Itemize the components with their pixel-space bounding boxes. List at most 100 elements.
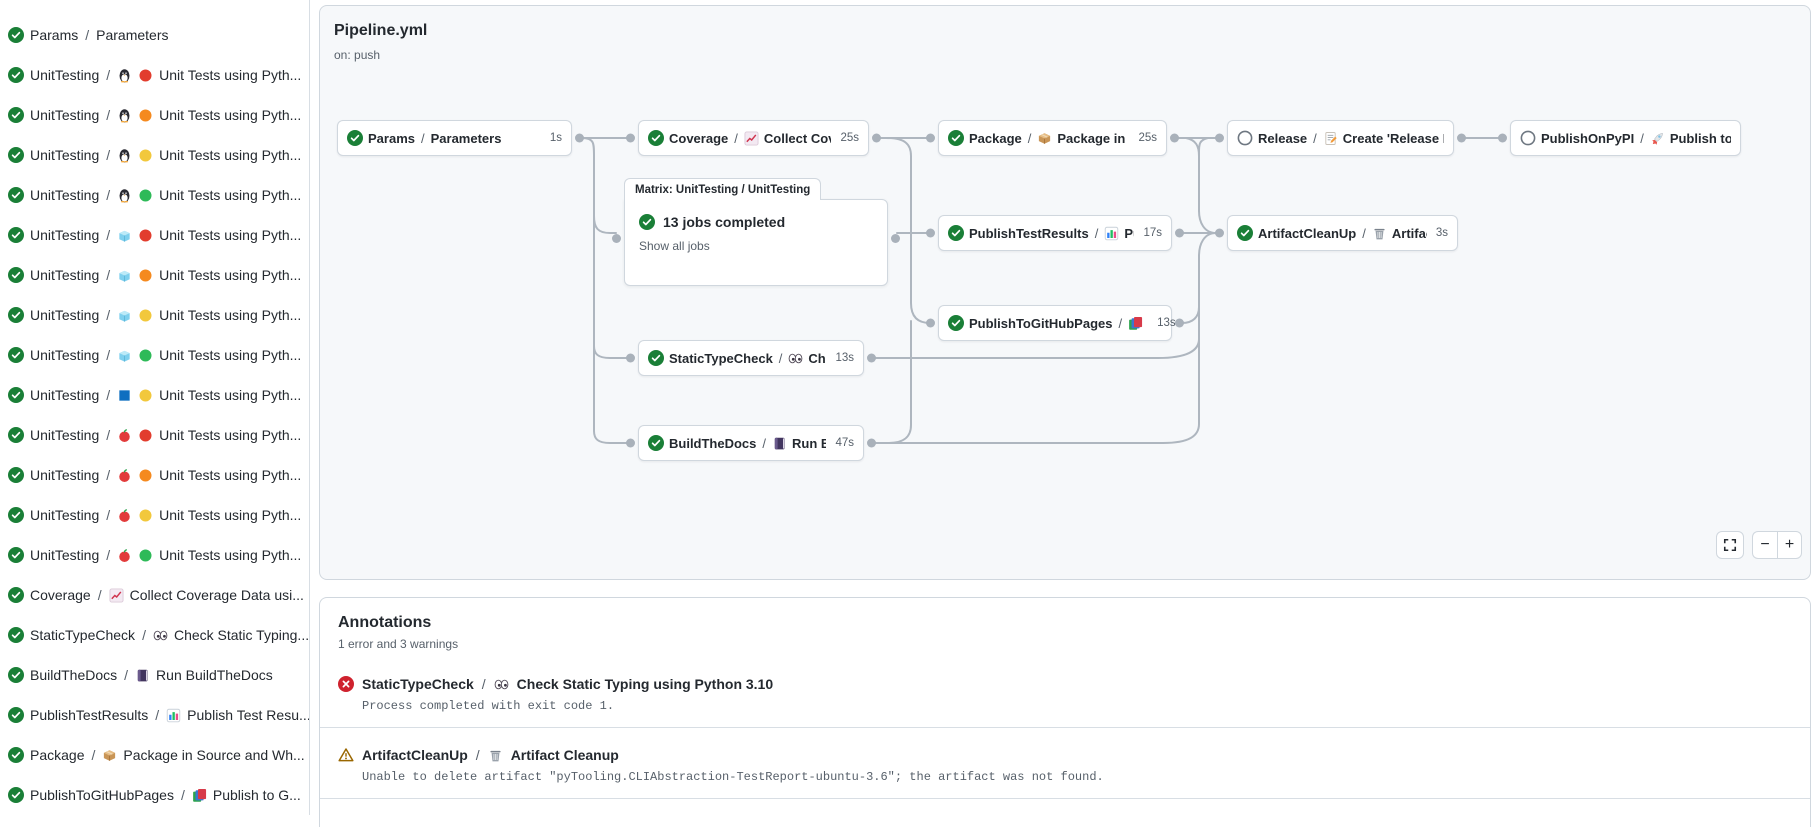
- sidebar-job-item[interactable]: UnitTesting/Unit Tests using Pyth...: [0, 135, 309, 175]
- node-step-name: Publish to ...: [1669, 130, 1731, 146]
- zoom-out-button[interactable]: −: [1752, 531, 1777, 559]
- check-circle-icon: [8, 427, 24, 443]
- annotation-message: Process completed with exit code 1.: [362, 699, 615, 713]
- pipeline-node-package[interactable]: Package/Package in So...25s: [926, 120, 1179, 156]
- node-duration: 13s: [1157, 317, 1176, 329]
- step-name: Unit Tests using Pyth...: [159, 147, 302, 163]
- pipeline-node-statictypecheck[interactable]: StaticTypeCheck/Chec...13s: [626, 340, 876, 376]
- separator: /: [106, 307, 111, 323]
- eyes-icon: [494, 677, 509, 692]
- step-name: Unit Tests using Pyth...: [159, 347, 302, 363]
- zoom-in-button[interactable]: +: [1777, 531, 1802, 559]
- separator: /: [180, 787, 185, 803]
- matrix-group-unittesting[interactable]: Matrix: UnitTesting / UnitTesting 13 job…: [612, 178, 900, 286]
- sidebar-job-item[interactable]: PublishToGitHubPages/Publish to G...: [0, 775, 309, 815]
- pipeline-edges: [579, 137, 1503, 444]
- sidebar-job-item[interactable]: UnitTesting/Unit Tests using Pyth...: [0, 335, 309, 375]
- workflow-trigger: on: push: [334, 48, 381, 62]
- separator: /: [124, 667, 129, 683]
- node-duration: 17s: [1143, 227, 1162, 239]
- eyes-icon: [788, 351, 803, 366]
- separator: /: [91, 747, 96, 763]
- bar-chart-icon: [1104, 226, 1119, 241]
- job-name: UnitTesting: [30, 387, 100, 403]
- pipeline-node-release[interactable]: Release/Create 'Release P...: [1215, 120, 1466, 156]
- sidebar-job-item[interactable]: StaticTypeCheck/Check Static Typing...: [0, 615, 309, 655]
- check-circle-icon: [648, 350, 664, 366]
- job-name: Package: [30, 747, 85, 763]
- apple-icon: [117, 428, 132, 443]
- pipeline-node-publishtestresults[interactable]: PublishTestResults/Pu...17s: [926, 215, 1184, 251]
- connector-dot: [867, 353, 876, 363]
- matrix-summary: 13 jobs completed: [663, 214, 786, 230]
- node-step-name: Parameters: [430, 130, 502, 146]
- separator: /: [155, 707, 160, 723]
- separator: /: [1362, 225, 1366, 241]
- chart-increasing-icon: [109, 587, 124, 603]
- py-yellow-icon: [138, 148, 153, 163]
- show-all-jobs-link[interactable]: Show all jobs: [639, 239, 710, 253]
- step-name: Run BuildTheDocs: [156, 667, 273, 683]
- py-red-icon: [138, 228, 153, 243]
- check-circle-icon: [8, 507, 24, 523]
- sidebar-job-item[interactable]: UnitTesting/Unit Tests using Pyth...: [0, 95, 309, 135]
- connector-dot: [867, 438, 876, 448]
- penguin-icon: [117, 68, 132, 83]
- check-circle-icon: [8, 67, 24, 83]
- annotation-title-row[interactable]: StaticTypeCheck/Check Static Typing usin…: [338, 676, 1810, 692]
- pipeline-node-buildthedocs[interactable]: BuildTheDocs/Run Buil...47s: [626, 425, 876, 461]
- fullscreen-button[interactable]: [1716, 531, 1744, 559]
- check-circle-icon: [8, 267, 24, 283]
- pipeline-node-publishonpypi[interactable]: PublishOnPyPI/Publish to ...: [1498, 120, 1741, 156]
- sidebar-job-item[interactable]: PublishTestResults/Publish Test Resu...: [0, 695, 309, 735]
- error-x-icon: [338, 676, 354, 692]
- check-circle-icon: [8, 627, 24, 643]
- book-icon: [135, 668, 150, 683]
- py-green-icon: [138, 348, 153, 363]
- annotations-title: Annotations: [338, 614, 432, 631]
- py-green-icon: [138, 548, 153, 563]
- sidebar-job-item[interactable]: UnitTesting/Unit Tests using Pyth...: [0, 255, 309, 295]
- separator: /: [734, 130, 738, 146]
- pipeline-node-publishtogithubpages[interactable]: PublishToGitHubPages/...13s: [926, 305, 1184, 341]
- sidebar-job-item[interactable]: UnitTesting/Unit Tests using Pyth...: [0, 55, 309, 95]
- annotation-error: StaticTypeCheck/Check Static Typing usin…: [320, 661, 1810, 728]
- node-job-name: PublishToGitHubPages: [969, 315, 1113, 331]
- matrix-right-connector-dot: [891, 234, 900, 243]
- check-circle-icon: [8, 747, 24, 763]
- pipeline-node-artifactcleanup[interactable]: ArtifactCleanUp/Artifac...3s: [1215, 215, 1458, 251]
- step-name: Parameters: [96, 27, 169, 43]
- step-name: Unit Tests using Pyth...: [159, 507, 302, 523]
- sidebar-job-item[interactable]: UnitTesting/Unit Tests using Pyth...: [0, 175, 309, 215]
- pipeline-node-coverage[interactable]: Coverage/Collect Cove...25s: [626, 120, 881, 156]
- py-orange-icon: [138, 268, 153, 283]
- annotation-title-row[interactable]: ArtifactCleanUp/Artifact Cleanup: [338, 747, 1810, 763]
- sidebar-job-item[interactable]: UnitTesting/Unit Tests using Pyth...: [0, 295, 309, 335]
- step-name: Unit Tests using Pyth...: [159, 387, 302, 403]
- sidebar-job-item[interactable]: Package/Package in Source and Wh...: [0, 735, 309, 775]
- chart-increasing-icon: [744, 130, 759, 146]
- step-name: Unit Tests using Pyth...: [159, 467, 302, 483]
- sidebar-job-item[interactable]: UnitTesting/Unit Tests using Pyth...: [0, 535, 309, 575]
- sidebar-job-item[interactable]: UnitTesting/Unit Tests using Pyth...: [0, 455, 309, 495]
- node-step-name: Run Buil...: [792, 435, 826, 451]
- sidebar-job-item[interactable]: UnitTesting/Unit Tests using Pyth...: [0, 375, 309, 415]
- ice-cube-icon: [117, 268, 132, 283]
- job-name: UnitTesting: [30, 507, 100, 523]
- sidebar-job-item[interactable]: UnitTesting/Unit Tests using Pyth...: [0, 415, 309, 455]
- sidebar-job-item[interactable]: UnitTesting/Unit Tests using Pyth...: [0, 495, 309, 535]
- sidebar-job-item[interactable]: BuildTheDocs/Run BuildTheDocs: [0, 655, 309, 695]
- sidebar-job-item[interactable]: UnitTesting/Unit Tests using Pyth...: [0, 215, 309, 255]
- sidebar-job-item[interactable]: Coverage/Collect Coverage Data usi...: [0, 575, 309, 615]
- sidebar-job-item[interactable]: Params/Parameters: [0, 15, 309, 55]
- node-duration: 13s: [835, 352, 854, 364]
- step-name: Unit Tests using Pyth...: [159, 67, 302, 83]
- connector-dot: [926, 228, 935, 238]
- package-icon: [1037, 131, 1052, 146]
- job-name: UnitTesting: [30, 227, 100, 243]
- penguin-icon: [117, 108, 132, 123]
- connector-dot: [926, 133, 935, 143]
- step-name: Unit Tests using Pyth...: [159, 227, 302, 243]
- node-duration: 1s: [549, 132, 562, 144]
